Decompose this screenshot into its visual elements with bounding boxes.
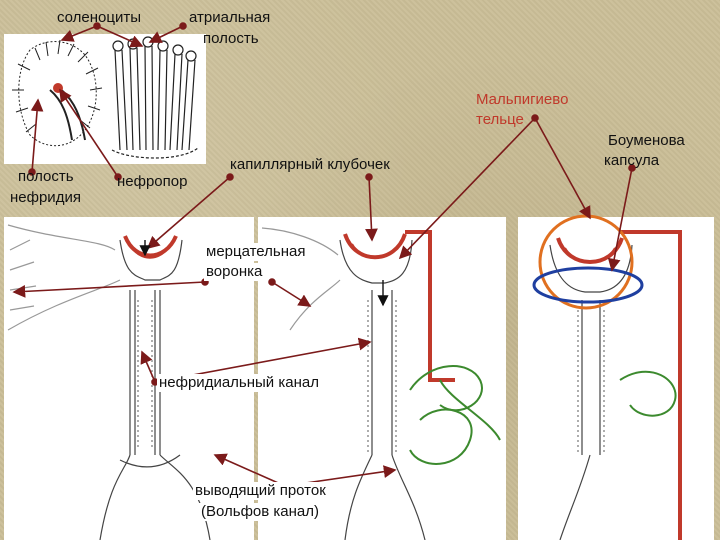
label-solenocytes: соленоциты bbox=[57, 9, 142, 26]
solenocyte-tubes bbox=[111, 36, 199, 159]
nephridium-2 bbox=[261, 227, 501, 540]
label-nephridial-canal: нефридиальный канал bbox=[157, 374, 321, 392]
nephridium-1 bbox=[7, 224, 211, 540]
label-nephropore: нефропор bbox=[117, 173, 188, 190]
nephridium-3 bbox=[532, 214, 682, 540]
solenocyte-cluster bbox=[12, 39, 103, 147]
label-excretory-duct-1: выводящий проток bbox=[193, 482, 328, 500]
label-malpighian-2: тельце bbox=[476, 111, 524, 128]
label-atrial-cavity-1: атриальная bbox=[189, 9, 271, 26]
label-ciliated-funnel-1: мерцательная bbox=[204, 243, 308, 261]
label-malpighian-1: Мальпигиево bbox=[476, 91, 569, 108]
label-bowman-1: Боуменова bbox=[608, 132, 685, 149]
label-bowman-2: капсула bbox=[604, 152, 660, 169]
label-nephridium-cavity-2: нефридия bbox=[10, 189, 81, 206]
label-excretory-duct-2: (Вольфов канал) bbox=[199, 503, 322, 521]
label-nephridium-cavity-1: полость bbox=[18, 168, 74, 185]
flow-arrows bbox=[139, 240, 389, 307]
label-ciliated-funnel-2: воронка bbox=[204, 263, 265, 281]
label-capillary-glomerulus: капиллярный клубочек bbox=[230, 156, 390, 173]
label-atrial-cavity-2: полость bbox=[203, 30, 259, 47]
